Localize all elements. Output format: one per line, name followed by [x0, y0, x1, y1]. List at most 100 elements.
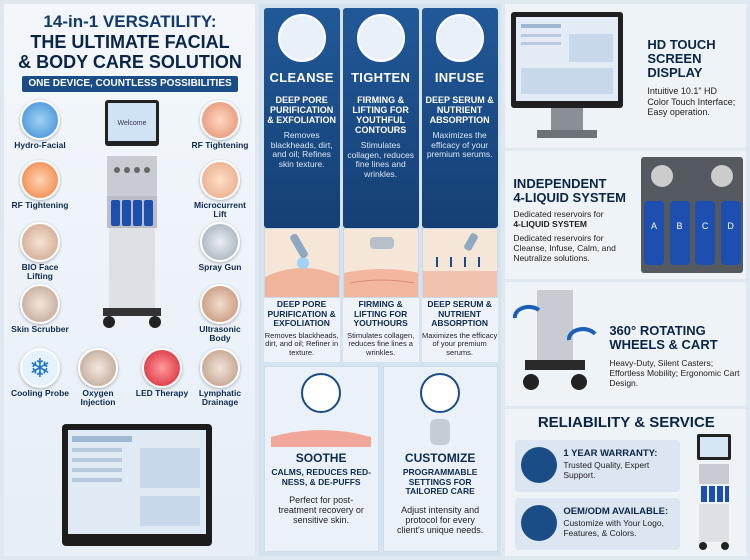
features-panel: HD TOUCH SCREEN DISPLAY Intuitive 10.1" …: [505, 4, 746, 556]
rotate-arrow-icon: [513, 304, 541, 319]
feature-oxygen-injection: Oxygen Injection: [68, 348, 128, 407]
skin-infuse-illustration: [421, 228, 498, 298]
card-infuse: INFUSE DEEP SERUM & NUTRIENT ABSORPTION …: [421, 8, 498, 228]
reliability-title: RELIABILITY & SERVICE: [537, 414, 715, 431]
feature-label: Spray Gun: [198, 262, 242, 272]
liquid-body-bold: 4-LIQUID SYSTEM: [513, 219, 587, 229]
handpiece-illustration: [430, 419, 451, 445]
lightning-icon: [200, 160, 240, 200]
feature-skin-scrubber: Skin Scrubber: [10, 284, 70, 334]
soothe-body: Perfect for post-treatment recovery or s…: [278, 495, 364, 525]
caption-body: Stimulates collagen, reduces fine lines …: [347, 330, 415, 357]
feature-rf-tightening: RF Tightening: [190, 100, 250, 150]
feature-lymphatic-drainage: Lymphatic Drainage: [190, 348, 250, 407]
caption-body: Maximizes the efficacy of your premium s…: [421, 330, 498, 357]
machine-thumbnail: [697, 434, 732, 550]
feature-label: Ultrasonic Body: [199, 324, 241, 343]
face-icon: [20, 222, 60, 262]
hd-screen-section: HD TOUCH SCREEN DISPLAY Intuitive 10.1" …: [505, 4, 746, 148]
card-customize: CUSTOMIZE PROGRAMMABLE SETTINGS FOR TAIL…: [382, 366, 498, 552]
feature-ultrasonic-body: Ultrasonic Body: [190, 284, 250, 343]
soothe-customize-row: SOOTHE CALMS, REDUCES RED-NESS, & DE-PUF…: [263, 366, 498, 552]
hd-title-line3: DISPLAY: [647, 65, 703, 80]
skin-layers-icon: [200, 100, 240, 140]
soothe-subheading: CALMS, REDUCES RED-NESS, & DE-PUFFS: [271, 467, 371, 487]
rotating-title-line1: 360° ROTATING: [609, 323, 706, 338]
screen-welcome-text: Welcome: [117, 120, 146, 127]
liquid-system-section: INDEPENDENT 4-LIQUID SYSTEM Dedicated re…: [505, 151, 746, 279]
skin-illustrations: [263, 228, 498, 298]
rotating-title-line2: WHEELS & CART: [609, 337, 718, 352]
treatment-panel: CLEANSE DEEP PORE PURIFICATION & EXFOLIA…: [258, 4, 502, 556]
feature-label: Microcurrent Lift: [194, 200, 246, 219]
caption-title: FIRMING & LIFTING FOR YOUTHOURS: [353, 299, 408, 328]
liquid-body: Dedicated reservoirs for 4-LIQUID SYSTEM…: [513, 209, 633, 263]
scrubber-icon: [20, 284, 60, 324]
feature-label: Skin Scrubber: [11, 324, 69, 334]
customize-heading: CUSTOMIZE: [404, 451, 476, 465]
tagline-band: ONE DEVICE, COUNTLESS POSSIBILITIES: [22, 76, 238, 92]
hd-title: HD TOUCH SCREEN DISPLAY: [647, 38, 715, 80]
tighten-icon: [356, 14, 405, 62]
feature-led-therapy: LED Therapy: [132, 348, 192, 398]
bottle-d: D: [720, 201, 741, 265]
knob-icon: [711, 165, 734, 187]
liquid-body-line2: Dedicated reservoirs for Cleanse, Infuse…: [513, 233, 616, 263]
title-line3-text: & BODY CARE SOLUTION: [18, 52, 242, 72]
wave-drop-icon: [301, 373, 342, 413]
skin-cleanse-illustration: [263, 228, 340, 298]
card-cleanse: CLEANSE DEEP PORE PURIFICATION & EXFOLIA…: [263, 8, 340, 228]
hd-body: Intuitive 10.1" HD Color Touch Interface…: [647, 86, 736, 117]
snowflake-icon: ❄: [20, 348, 60, 388]
reservoir-panel: A B C D: [641, 157, 744, 273]
versatility-panel: 14-in-1 VERSATILITY: THE ULTIMATE FACIAL…: [4, 4, 255, 556]
feature-spray-gun: Spray Gun: [190, 222, 250, 272]
card-subheading: DEEP SERUM & NUTRIENT ABSORPTION: [425, 95, 494, 125]
card-body: Maximizes the efficacy of your premium s…: [426, 130, 493, 159]
card-heading: INFUSE: [434, 70, 485, 85]
bottle-a: A: [644, 201, 665, 265]
soothe-skin-illustration: [271, 430, 372, 447]
card-heading: TIGHTEN: [351, 70, 411, 85]
hd-title-line2: SCREEN: [647, 51, 702, 66]
bottle-c: C: [695, 201, 716, 265]
touch-screen-illustration: [62, 424, 212, 546]
oxygen-icon: [78, 348, 118, 388]
section-divider: [505, 406, 746, 409]
card-subheading: FIRMING & LIFTING FOR YOUTHFUL CONTOURS: [352, 95, 409, 135]
feature-label: Cooling Probe: [10, 388, 70, 398]
card-soothe: SOOTHE CALMS, REDUCES RED-NESS, & DE-PUF…: [263, 366, 379, 552]
machine-illustration: Welcome: [103, 100, 161, 328]
knob-icon: [651, 165, 674, 187]
cleanse-icon: [277, 14, 326, 62]
tools-icon: [521, 505, 558, 541]
rotating-wheels-section: 360° ROTATING WHEELS & CART Heavy-Duty, …: [505, 282, 746, 406]
card-heading: CLEANSE: [269, 70, 334, 85]
feature-microcurrent-lift: Microcurrent Lift: [190, 160, 250, 219]
warranty-card: 1 YEAR WARRANTY: Trusted Quality, Expert…: [515, 440, 681, 492]
skin-tighten-illustration: [342, 228, 419, 298]
factory-icon: [521, 447, 558, 483]
feature-bio-face-lifting: BIO Face Lifting: [10, 222, 70, 281]
water-drop-icon: [20, 100, 60, 140]
bottle-b: B: [669, 201, 690, 265]
ultrasonic-icon: [200, 284, 240, 324]
treatment-captions: DEEP PORE PURIFICATION & EXFOLIATION Rem…: [263, 298, 498, 362]
led-mask-icon: [142, 348, 182, 388]
liquid-title: INDEPENDENT 4-LIQUID SYSTEM: [513, 177, 626, 205]
skin-lift-icon: [343, 237, 418, 297]
pore-icon: [264, 233, 339, 297]
odm-card: OEM/ODM AVAILABLE: Customize with Your L…: [515, 498, 681, 550]
feature-label: Oxygen Injection: [80, 388, 116, 407]
card-body: Removes blackheads, dirt, and oil; Refin…: [270, 130, 333, 169]
feature-label: BIO Face Lifting: [21, 262, 59, 281]
feature-label: Hydro-Facial: [14, 140, 66, 150]
caption-body: Removes blackheads, dirt, and oil; Refin…: [264, 330, 339, 357]
odm-title: OEM/ODM AVAILABLE:: [563, 506, 669, 517]
caption-title: DEEP PORE PURIFICATION & EXFOLIATION: [267, 299, 336, 328]
customize-subheading: PROGRAMMABLE SETTINGS FOR TAILORED CARE: [402, 467, 478, 496]
title-line2-text: THE ULTIMATE FACIAL: [30, 32, 230, 52]
spray-gun-icon: [200, 222, 240, 262]
monitor-illustration: [511, 12, 624, 138]
